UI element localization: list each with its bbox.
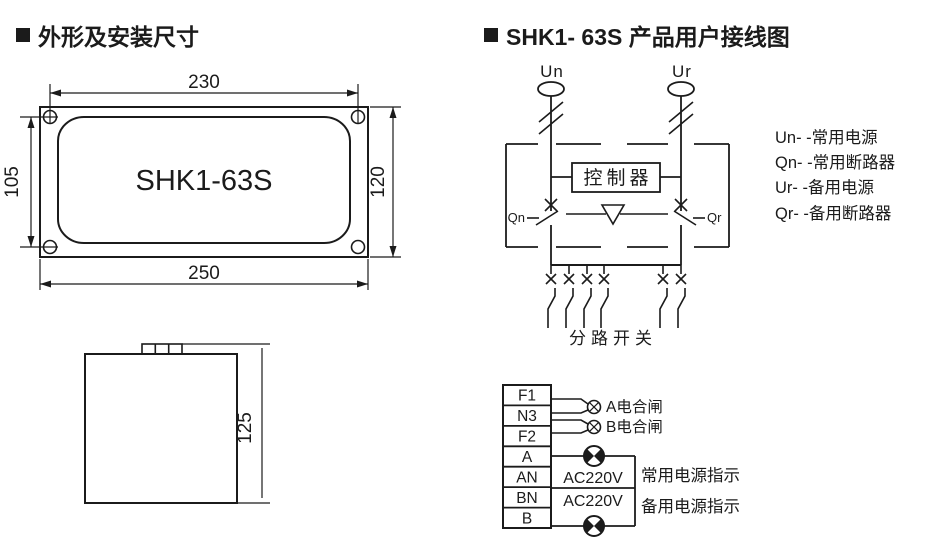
branch-switch [545, 265, 557, 328]
right-section-title: SHK1- 63S 产品用户接线图 [506, 24, 790, 50]
load-bus [566, 204, 668, 226]
dimension-105: 105 [2, 116, 58, 248]
indicator-lamp-normal-icon [583, 445, 605, 467]
branch-switch [563, 265, 575, 328]
closing-lamp-a [551, 398, 602, 415]
terminal-row-dividers [503, 404, 551, 509]
terminal-cell-label: F1 [518, 388, 536, 405]
terminal-cell-label: B [522, 510, 532, 527]
product-label: SHK1-63S [135, 165, 272, 197]
device-boundary-box [505, 143, 730, 248]
dimension-230: 230 [49, 72, 359, 124]
terminal-cell-label: BN [516, 490, 538, 507]
branch-switch [657, 265, 669, 328]
lamp-a-label: A电合闸 [606, 398, 663, 416]
source-un-symbol [537, 81, 565, 97]
left-section: 外形及安装尺寸 SHK1-63S 230 [2, 24, 401, 504]
terminal-block-diagram: F1 N3 F2 A AN BN B A电合闸 [502, 384, 740, 537]
title-bullet-square [16, 28, 30, 42]
legend-line-ur: Ur- -备用电源 [775, 178, 874, 197]
wiring-legend: Un- -常用电源 Qn- -常用断路器 Ur- -备用电源 Qr- -备用断路… [775, 128, 896, 223]
terminal-cell-labels: F1 N3 F2 A AN BN B [516, 388, 538, 528]
terminal-cell-label: A [522, 449, 533, 466]
ac220v-label-reserve: AC220V [563, 493, 623, 510]
side-view-drawing: 125 [84, 343, 270, 504]
branch-switch [598, 265, 610, 328]
controller-label: 控制器 [583, 167, 652, 189]
load-triangle-symbol [600, 204, 626, 226]
side-body-outline [84, 353, 238, 504]
closing-lamp-b [551, 419, 602, 435]
front-view-drawing: SHK1-63S 230 250 [2, 72, 401, 290]
left-section-title: 外形及安装尺寸 [38, 24, 199, 50]
right-section: SHK1- 63S 产品用户接线图 Un Ur [484, 24, 896, 537]
incoming-wires [538, 96, 694, 211]
ac220v-label-normal: AC220V [563, 470, 623, 487]
legend-line-qr: Qr- -备用断路器 [775, 204, 892, 223]
indicator-normal-label: 常用电源指示 [641, 466, 740, 485]
dim-105-label: 105 [2, 166, 23, 198]
legend-line-un: Un- -常用电源 [775, 128, 878, 147]
title-bullet-square [484, 28, 498, 42]
branch-switch [581, 265, 593, 328]
indicator-reserve-label: 备用电源指示 [641, 497, 740, 516]
dimension-250: 250 [39, 259, 369, 290]
mounting-plate-outline [39, 106, 369, 258]
dimension-125: 125 [182, 343, 270, 504]
lamp-b-label: B电合闸 [606, 418, 663, 436]
branch-switches [545, 265, 687, 328]
indicator-lamp-reserve-icon [583, 515, 605, 537]
source-ur-symbol [667, 81, 695, 97]
source-un-label: Un [540, 62, 564, 81]
terminal-cell-label: N3 [517, 408, 537, 425]
terminal-cell-label: F2 [518, 429, 536, 446]
controller-box [571, 162, 661, 193]
branch-switch-label: 分路开关 [569, 329, 657, 348]
source-ur-label: Ur [672, 62, 692, 81]
dim-250-label: 250 [188, 263, 220, 284]
wiring-diagram: Un Ur 控制器 [505, 62, 730, 348]
legend-line-qn: Qn- -常用断路器 [775, 153, 896, 172]
breaker-qr-label: Qr [707, 210, 722, 225]
top-terminal-tabs [141, 343, 183, 355]
device-panel-outline [57, 116, 351, 244]
breaker-qn-symbol [527, 198, 559, 226]
dim-120-label: 120 [368, 166, 389, 198]
breaker-qr-symbol [673, 198, 705, 226]
dim-230-label: 230 [188, 72, 220, 93]
branch-switch [675, 265, 687, 328]
breaker-qn-label: Qn [508, 210, 525, 225]
dimension-120: 120 [368, 106, 401, 258]
dim-125-label: 125 [235, 412, 256, 444]
terminal-cell-label: AN [516, 470, 538, 487]
